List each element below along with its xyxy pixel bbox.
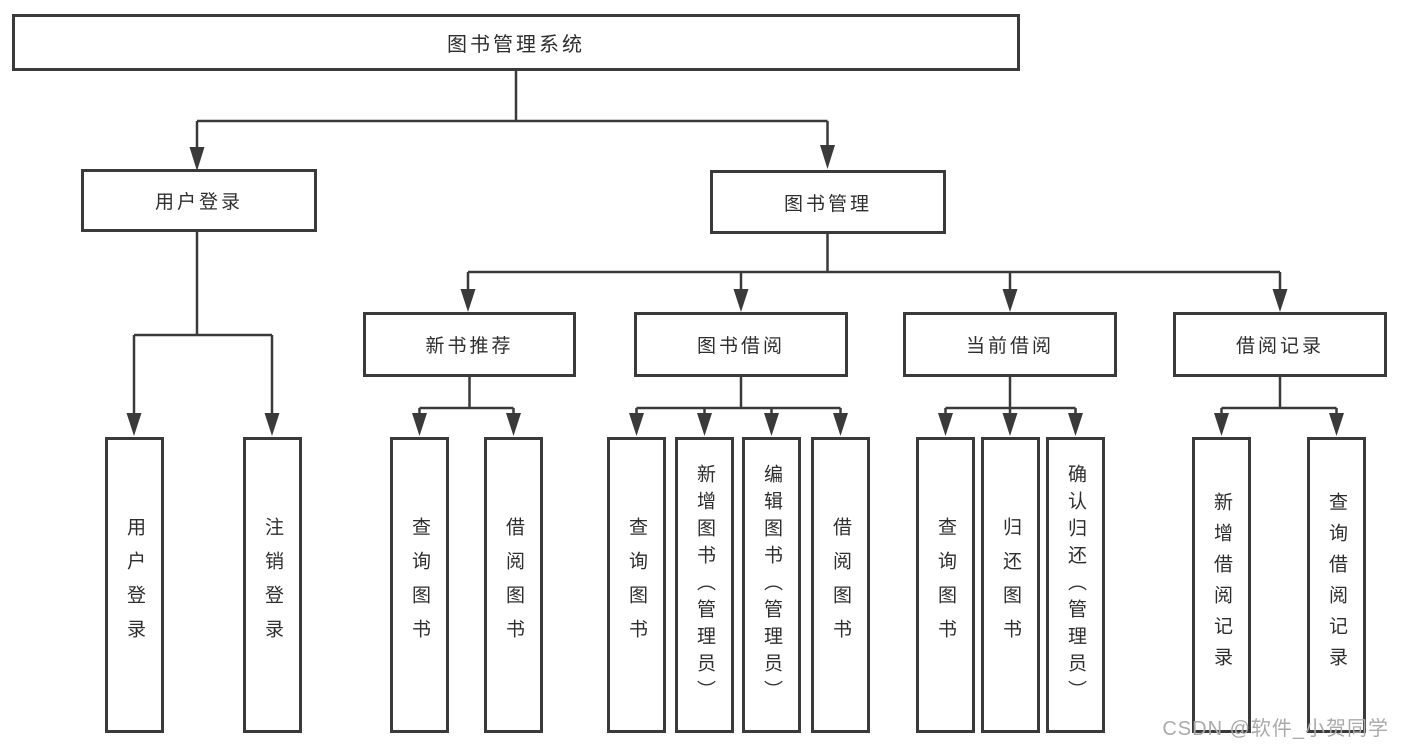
node-library-management-system: 图书管理系统 xyxy=(12,14,1020,71)
leaf-query-books-borrow: 查询图书 xyxy=(607,437,666,733)
node-borrowing-records: 借阅记录 xyxy=(1173,312,1387,377)
connector-book-borrow-children xyxy=(629,377,848,436)
leaf-borrow-books: 借阅图书 xyxy=(811,437,870,733)
leaf-confirm-return-admin: 确认归还（管理员） xyxy=(1046,437,1105,733)
node-book-management: 图书管理 xyxy=(710,170,946,234)
node-user-login: 用户登录 xyxy=(81,169,317,232)
node-new-book-recommendation: 新书推荐 xyxy=(363,312,576,377)
leaf-query-books-recommend: 查询图书 xyxy=(390,437,449,733)
connector-book-management-children xyxy=(460,233,1288,312)
connector-user-login-children xyxy=(126,231,280,436)
connector-current-borrow-children xyxy=(938,377,1083,436)
leaf-borrow-books-recommend: 借阅图书 xyxy=(484,437,543,733)
connector-root-to-level2 xyxy=(189,70,835,171)
connector-borrow-records-children xyxy=(1214,377,1344,436)
leaf-return-book: 归还图书 xyxy=(981,437,1040,733)
leaf-user-login: 用户登录 xyxy=(105,437,164,733)
node-book-borrowing: 图书借阅 xyxy=(634,312,848,377)
leaf-edit-book-admin: 编辑图书（管理员） xyxy=(742,437,801,733)
connector-new-book-children xyxy=(412,377,521,436)
leaf-query-books-current: 查询图书 xyxy=(916,437,975,733)
csdn-watermark: CSDN @软件_小贺同学 xyxy=(1162,718,1389,740)
node-current-borrowing: 当前借阅 xyxy=(903,312,1117,377)
leaf-logout: 注销登录 xyxy=(243,437,302,733)
leaf-add-book-admin: 新增图书（管理员） xyxy=(675,437,734,733)
leaf-add-borrow-record: 新增借阅记录 xyxy=(1192,437,1251,733)
leaf-query-borrow-record: 查询借阅记录 xyxy=(1307,437,1366,733)
